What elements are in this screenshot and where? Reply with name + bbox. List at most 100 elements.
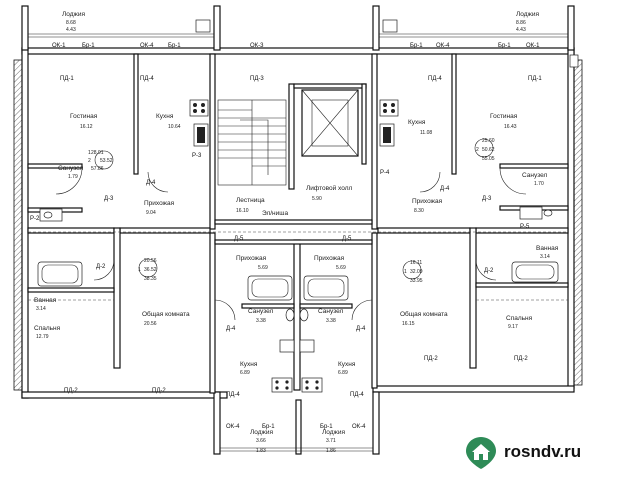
loggia-tl-name: Лоджия <box>62 11 86 18</box>
loggia-tr-name: Лоджия <box>516 11 540 18</box>
area-tl-1: 28.91 <box>91 150 104 156</box>
loggia-bl-b: 1.83 <box>256 448 266 454</box>
room-hall-left-name: Прихожая <box>144 200 175 207</box>
area-tr-2: 50.62 <box>482 147 495 153</box>
tag-d4-r: Д-4 <box>440 186 450 192</box>
lift-shaft <box>301 89 359 157</box>
room-labels: Гостиная 16.12 Кухня 10.64 Лестница 16.1… <box>34 113 559 376</box>
area-mr-2: 32.09 <box>410 269 423 275</box>
room-stair-area: 16.10 <box>236 208 249 214</box>
tag-d2-r: Д-2 <box>484 268 494 274</box>
room-hall-mid-left-area: 5.69 <box>258 265 268 271</box>
room-bathroom-right-name: Ванная <box>536 245 559 252</box>
room-wc-left-area: 1.79 <box>68 174 78 180</box>
room-hall-right-name: Прихожая <box>412 198 443 205</box>
door-tags: Р-2 Р-3 Р-4 Р-5 Д-3 Д-4 Д-4 Д-3 Д-2 Д-2 … <box>30 153 530 430</box>
area-ml-2: 36.52 <box>144 267 157 273</box>
brand[interactable]: rosndv.ru <box>462 436 612 470</box>
room-wc-mid-left-area: 3.38 <box>256 318 266 324</box>
tag-pd2-bl2: ПД-2 <box>152 388 166 394</box>
tag-d2-l: Д-2 <box>96 264 106 270</box>
house-map-pin-logo <box>466 437 496 469</box>
tag-r3: Р-3 <box>192 153 202 159</box>
room-bedroom-right-name: Спальня <box>506 315 533 322</box>
stair <box>217 99 287 186</box>
corridor-niche-label: Эл/ниша <box>262 210 288 217</box>
tag-d5-r: Д-5 <box>342 236 352 242</box>
room-bedroom-right-area: 9.17 <box>508 324 518 330</box>
room-hall-mid-left-name: Прихожая <box>236 255 267 262</box>
room-hall-mid-right-name: Прихожая <box>314 255 345 262</box>
area-tl-3: 57.86 <box>91 166 104 172</box>
tag-d5-l: Д-5 <box>234 236 244 242</box>
tag-r4: Р-4 <box>380 170 390 176</box>
area-codes: 28.91 53.52 57.86 1 2 25.60 50.62 55.05 … <box>88 138 495 284</box>
area-ml-r: 1 <box>138 267 141 273</box>
room-kitchen-mid-left-name: Кухня <box>240 361 258 368</box>
interior-walls <box>27 53 569 394</box>
room-bathroom-right-area: 3.14 <box>540 254 550 260</box>
room-bathroom-left-name: Ванная <box>34 297 57 304</box>
tag-pd2-br2: ПД-2 <box>514 356 528 362</box>
tag-d4-mr: Д-4 <box>356 326 366 332</box>
room-wc-mid-right-area: 3.38 <box>326 318 336 324</box>
door-swings <box>28 167 568 321</box>
room-kitchen-mid-right-area: 6.89 <box>338 370 348 376</box>
area-tl-r2: 2 <box>88 158 91 164</box>
room-wc-mid-left-name: Санузел <box>248 308 274 315</box>
tag-br1-tr: Бр-1 <box>410 43 423 49</box>
area-tr-3: 55.05 <box>482 156 495 162</box>
area-ml-1: 20.56 <box>144 258 157 264</box>
loggia-br-b: 1.86 <box>326 448 336 454</box>
room-lift-hall-area: 5.90 <box>312 196 322 202</box>
room-lift-hall-name: Лифтовой холл <box>306 184 352 192</box>
room-kitchen-mid-left-area: 6.89 <box>240 370 250 376</box>
loggia-br-name: Лоджия <box>322 429 346 436</box>
area-mr-r: 1 <box>404 269 407 275</box>
tag-ok3: ОК-3 <box>250 43 264 49</box>
area-ml-3: 38.35 <box>144 276 157 282</box>
loggia-bl-name: Лоджия <box>250 429 274 436</box>
tag-br1-br: Бр-1 <box>320 424 333 430</box>
loggia-tl-a: 8.68 <box>66 20 76 26</box>
tag-pd1-l: ПД-1 <box>60 76 74 82</box>
tag-d4-ml: Д-4 <box>226 326 236 332</box>
top-tags: ОК-1 Бр-1 ОК-4 Бр-1 ОК-3 Бр-1 ОК-4 Бр-1 … <box>52 43 542 82</box>
tag-br1-tr2: Бр-1 <box>498 43 511 49</box>
room-kitchen-right-area: 11.08 <box>420 130 432 136</box>
loggia-tl-b: 4.43 <box>66 27 76 33</box>
brand-text[interactable]: rosndv.ru <box>504 442 582 461</box>
tag-d4-l: Д-4 <box>146 180 156 186</box>
tag-r2: Р-2 <box>30 216 40 222</box>
tag-br1-tl2: Бр-1 <box>168 43 181 49</box>
room-stair-name: Лестница <box>236 197 265 204</box>
area-tl-r1: 1 <box>88 150 91 156</box>
tag-pd4-l: ПД-4 <box>140 76 154 82</box>
room-common-right-name: Общая комната <box>400 310 448 318</box>
area-tr-1: 25.60 <box>482 138 495 144</box>
area-tl-2: 53.52 <box>100 158 113 164</box>
tag-pd4-r: ПД-4 <box>428 76 442 82</box>
room-kitchen-left-name: Кухня <box>156 113 174 120</box>
tag-br1-bl: Бр-1 <box>262 424 275 430</box>
tag-d3-l: Д-3 <box>104 196 114 202</box>
fixtures <box>37 19 579 393</box>
room-living-left-name: Гостиная <box>70 113 98 120</box>
tag-pd3: ПД-3 <box>250 76 264 82</box>
tag-ok4-tr: ОК-4 <box>436 43 450 49</box>
loggia-tr-a: 8.86 <box>516 20 526 26</box>
room-bathroom-left-area: 3.14 <box>36 306 46 312</box>
loggia-br-a: 3.71 <box>326 438 336 444</box>
tag-pd2-bl: ПД-2 <box>64 388 78 394</box>
tag-ok4-tl: ОК-4 <box>140 43 154 49</box>
tag-br1-tl: Бр-1 <box>82 43 95 49</box>
area-mr-1: 16.11 <box>410 260 422 266</box>
tag-ok1-tr: ОК-1 <box>526 43 540 49</box>
room-wc-left-name: Санузел <box>58 165 84 172</box>
room-common-right-area: 16.15 <box>402 321 415 327</box>
room-wc-mid-right-name: Санузел <box>318 308 344 315</box>
tag-ok1-tl: ОК-1 <box>52 43 66 49</box>
room-living-right-area: 16.43 <box>504 124 517 130</box>
room-kitchen-right-name: Кухня <box>408 119 426 126</box>
